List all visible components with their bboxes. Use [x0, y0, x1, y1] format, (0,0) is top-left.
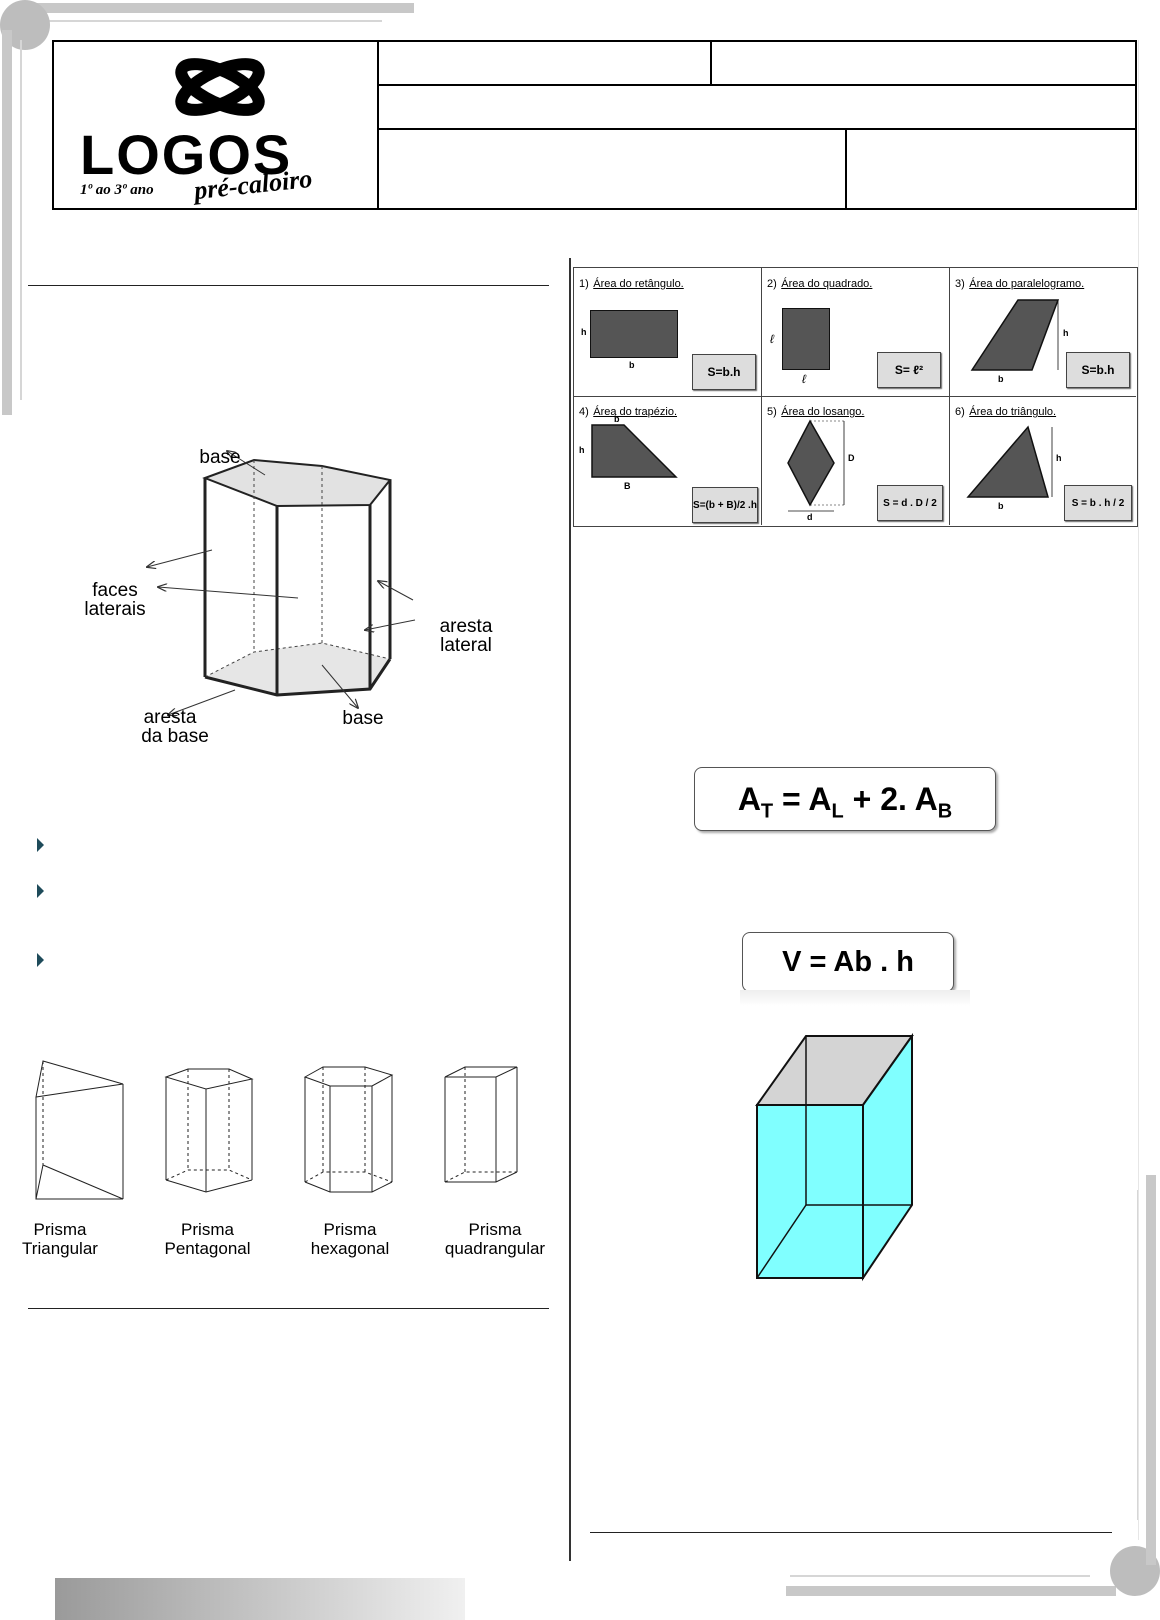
hexagonal-prism-icon: [303, 1066, 394, 1193]
area-cell-rhombus: 5) Área do losango. D d S = d . D / 2: [762, 397, 949, 525]
area-cell-square: 2) Área do quadrado. ℓ ℓ S= ℓ²: [762, 268, 949, 396]
total-area-formula: AT = AL + 2. AB: [694, 767, 996, 831]
bullet-icon: [37, 953, 44, 967]
trapezoid-shape-icon: [591, 424, 678, 478]
area-cell-triangle: 6) Área do triângulo. h b S = b . h / 2: [950, 397, 1137, 525]
area-formulas-table: 1) Área do retângulo. h b S=b.h 2) Área …: [573, 267, 1138, 527]
label-faces: faces: [92, 580, 138, 601]
volume-formula: V = Ab . h: [742, 932, 954, 992]
logo-symbol-icon: [175, 58, 265, 116]
formula-triangle: S = b . h / 2: [1064, 485, 1132, 521]
header-field-5: [847, 130, 1135, 208]
rhombus-shape-icon: [787, 419, 846, 512]
cuboid-illustration: [755, 1032, 914, 1282]
area-cell-rectangle: 1) Área do retângulo. h b S=b.h: [574, 268, 761, 396]
triangle-shape-icon: [966, 425, 1053, 498]
label-base-bottom: base: [342, 708, 384, 729]
bullet-icon: [37, 884, 44, 898]
label-aresta-base: aresta: [143, 707, 197, 728]
rectangle-shape-icon: [590, 310, 678, 358]
header-field-2: [712, 42, 1135, 86]
formula-rectangle: S=b.h: [692, 354, 756, 390]
bullet-icon: [37, 838, 44, 852]
header-table: LOGOS 1º ao 3º ano pré-caloiro: [52, 40, 1137, 210]
square-shape-icon: [782, 308, 830, 370]
header-field-3: [377, 86, 1135, 130]
formula-rhombus: S = d . D / 2: [877, 485, 943, 521]
label-base-top: base: [199, 447, 241, 468]
column-divider: [569, 258, 571, 1561]
logo-text: LOGOS: [80, 123, 293, 186]
section-rule: [28, 285, 549, 286]
label-aresta-lateral: aresta: [439, 616, 493, 637]
quadrangular-prism-icon: [444, 1066, 518, 1183]
prism-diagram: base faces laterais aresta lateral arest…: [60, 430, 530, 750]
section-rule: [590, 1532, 1112, 1533]
formula-trapezoid: S=(b + B)/2 .h: [692, 487, 758, 523]
area-cell-trapezoid: 4) Área do trapézio. b h B S=(b + B)/2 .…: [574, 397, 761, 525]
formula-parallelogram: S=b.h: [1066, 352, 1130, 388]
logo-subtitle: 1º ao 3º ano: [80, 182, 154, 198]
section-rule: [28, 1308, 549, 1309]
volume-formula-shadow: [740, 990, 970, 1006]
area-cell-parallelogram: 3) Área do paralelogramo. h b S=b.h: [950, 268, 1137, 396]
triangular-prism-icon: [35, 1060, 124, 1200]
parallelogram-shape-icon: [970, 299, 1060, 371]
label-da-base: da base: [141, 726, 209, 747]
label-lateral: lateral: [440, 635, 492, 656]
header-field-4: [377, 130, 847, 208]
label-laterais: laterais: [84, 599, 146, 620]
formula-square: S= ℓ²: [877, 352, 941, 388]
logo: LOGOS 1º ao 3º ano pré-caloiro: [54, 42, 379, 208]
header-field-1: [377, 42, 712, 86]
pentagonal-prism-icon: [164, 1068, 254, 1193]
